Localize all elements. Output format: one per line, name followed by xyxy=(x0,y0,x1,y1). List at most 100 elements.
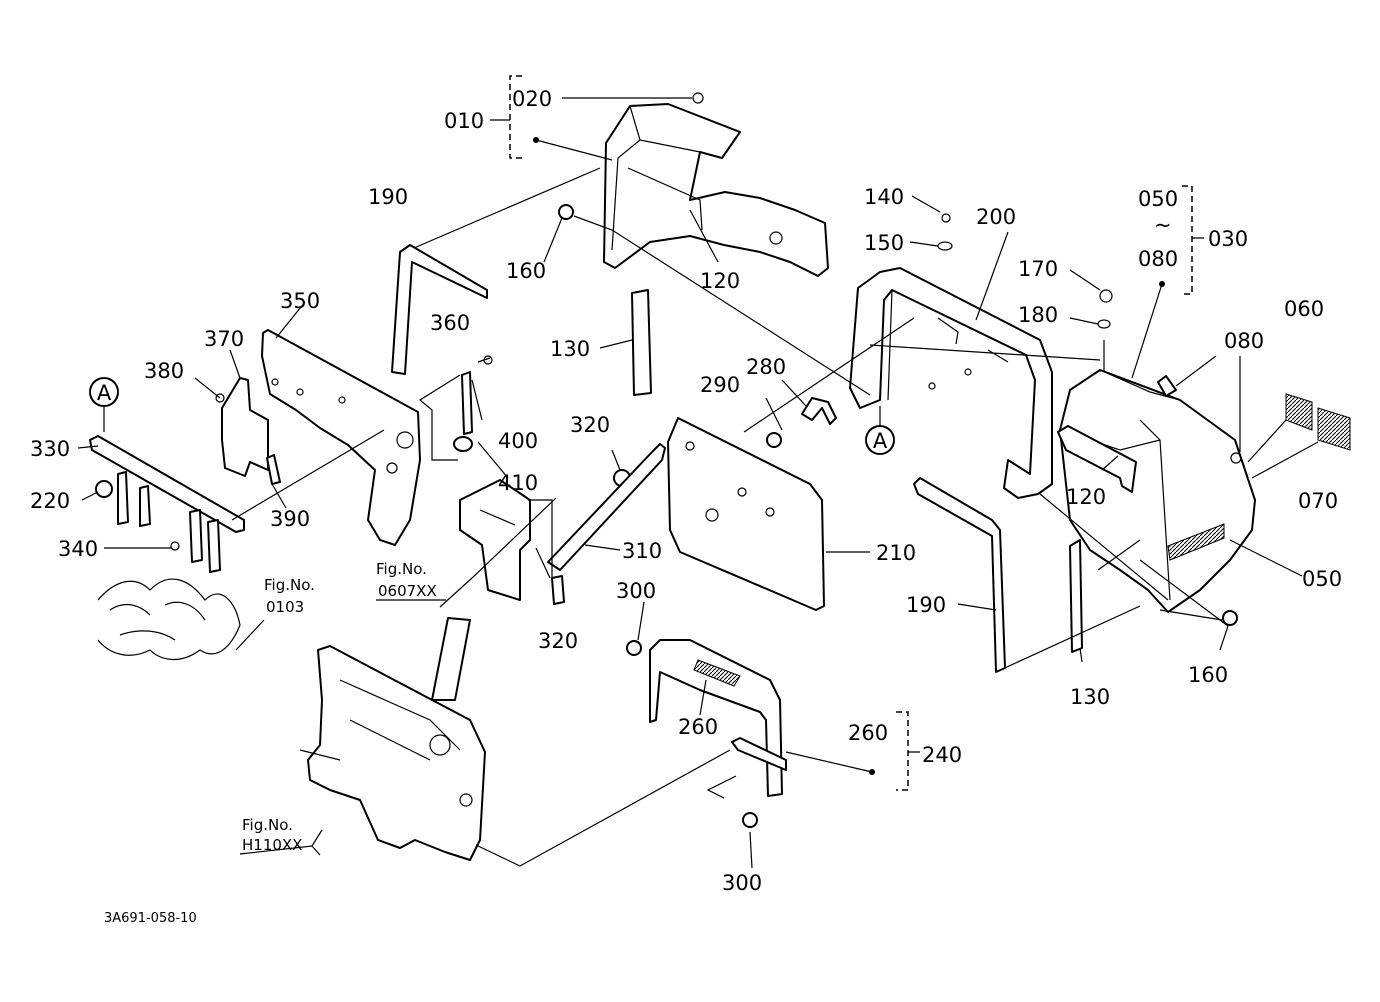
marker-A-left-text: A xyxy=(97,381,112,405)
washer-150 xyxy=(937,241,953,251)
label-390: 390 xyxy=(270,507,310,531)
side-strip-190-right xyxy=(913,477,1006,673)
bonnet-frame-200 xyxy=(849,267,1053,499)
label-080-right: 080 xyxy=(1224,329,1264,353)
panel-210 xyxy=(667,417,825,611)
nut-020 xyxy=(692,92,704,104)
label-150: 150 xyxy=(864,231,904,255)
bolt-160-top xyxy=(558,204,574,220)
label-330: 330 xyxy=(30,437,70,461)
label-260-right: 260 xyxy=(848,721,888,745)
label-280: 280 xyxy=(746,355,786,379)
bolt-290 xyxy=(766,432,782,448)
label-380: 380 xyxy=(144,359,184,383)
label-300-bottom: 300 xyxy=(722,871,762,895)
group-dot-240 xyxy=(869,769,875,775)
label-240: 240 xyxy=(922,743,962,767)
marker-A-mid xyxy=(865,425,895,455)
decal-060 xyxy=(1285,393,1313,431)
seal-strip-130 xyxy=(631,289,652,396)
fig-ref-0103: 0103 xyxy=(266,598,304,616)
radiator-ref-0103 xyxy=(97,578,241,660)
screw-170 xyxy=(1099,289,1113,303)
label-050-top: 050 xyxy=(1138,187,1178,211)
label-190-right: 190 xyxy=(906,593,946,617)
label-410: 410 xyxy=(498,471,538,495)
label-050-right: 050 xyxy=(1302,567,1342,591)
label-350: 350 xyxy=(280,289,320,313)
label-tilde: ~ xyxy=(1154,213,1172,237)
label-170: 170 xyxy=(1018,257,1058,281)
drawing-code: 3A691-058-10 xyxy=(104,911,197,926)
label-340: 340 xyxy=(58,537,98,561)
fig-label-h110: Fig.No. xyxy=(242,816,293,834)
bolt-320-bottom xyxy=(551,575,565,605)
label-400: 400 xyxy=(498,429,538,453)
label-080-top: 080 xyxy=(1138,247,1178,271)
label-070: 070 xyxy=(1298,489,1338,513)
label-020: 020 xyxy=(512,87,552,111)
front-frame-h110 xyxy=(299,617,486,861)
plate-350 xyxy=(261,329,421,546)
label-190-top: 190 xyxy=(368,185,408,209)
washer-180 xyxy=(1097,319,1111,329)
bracket-370 xyxy=(221,377,269,477)
seal-120-right xyxy=(1057,425,1137,493)
clip-080 xyxy=(1157,375,1177,397)
bolt-220 xyxy=(95,480,113,498)
label-300-top: 300 xyxy=(616,579,656,603)
label-060: 060 xyxy=(1284,297,1324,321)
dash-panel-010 xyxy=(603,92,829,277)
group-dot-030 xyxy=(1159,281,1165,287)
label-210: 210 xyxy=(876,541,916,565)
label-320-top: 320 xyxy=(570,413,610,437)
group-bracket-240 xyxy=(896,711,909,791)
group-bracket-010 xyxy=(509,75,522,159)
label-360: 360 xyxy=(430,311,470,335)
label-160-right: 160 xyxy=(1188,663,1228,687)
label-120-right: 120 xyxy=(1066,485,1106,509)
marker-A-left xyxy=(89,377,119,407)
bolt-300-top xyxy=(626,640,642,656)
stay-310 xyxy=(547,443,666,571)
label-030: 030 xyxy=(1208,227,1248,251)
label-370: 370 xyxy=(204,327,244,351)
decal-070 xyxy=(1317,407,1351,451)
label-260-mid: 260 xyxy=(678,715,718,739)
side-strip-190 xyxy=(391,244,488,375)
bolt-160-right xyxy=(1222,610,1238,626)
part-labels: 010 020 030 050 ~ 080 060 070 080 120 12… xyxy=(30,87,1342,895)
bolt-340 xyxy=(170,541,180,551)
marker-A-mid-text: A xyxy=(873,429,888,453)
clip-390 xyxy=(266,454,281,485)
bolt-300-bottom xyxy=(742,812,758,828)
stay-330 xyxy=(89,435,245,573)
fig-label-0103: Fig.No. xyxy=(264,576,315,594)
label-220: 220 xyxy=(30,489,70,513)
seal-strip-130-right xyxy=(1069,539,1083,653)
figure-references: Fig.No. 0607XX Fig.No. 0103 Fig.No. H110… xyxy=(242,560,446,854)
grommet-410 xyxy=(453,436,473,452)
decal-260 xyxy=(693,659,741,687)
label-010: 010 xyxy=(444,109,484,133)
fig-label-0607: Fig.No. xyxy=(376,560,427,578)
screw-140 xyxy=(941,213,951,223)
column-bracket-0607 xyxy=(459,479,531,601)
cover-240 xyxy=(649,639,787,797)
bar-400 xyxy=(461,371,473,435)
leader-lines xyxy=(77,97,1319,869)
label-130-left: 130 xyxy=(550,337,590,361)
label-290: 290 xyxy=(700,373,740,397)
fig-ref-h110: H110XX xyxy=(242,836,302,854)
label-130-right: 130 xyxy=(1070,685,1110,709)
group-bracket-030 xyxy=(1182,185,1193,295)
label-120-top: 120 xyxy=(700,269,740,293)
group-dot-010 xyxy=(533,137,539,143)
label-310: 310 xyxy=(622,539,662,563)
label-140: 140 xyxy=(864,185,904,209)
fig-ref-0607: 0607XX xyxy=(378,582,437,600)
label-160-top: 160 xyxy=(506,259,546,283)
grille-hatch xyxy=(1167,523,1225,561)
label-180: 180 xyxy=(1018,303,1058,327)
